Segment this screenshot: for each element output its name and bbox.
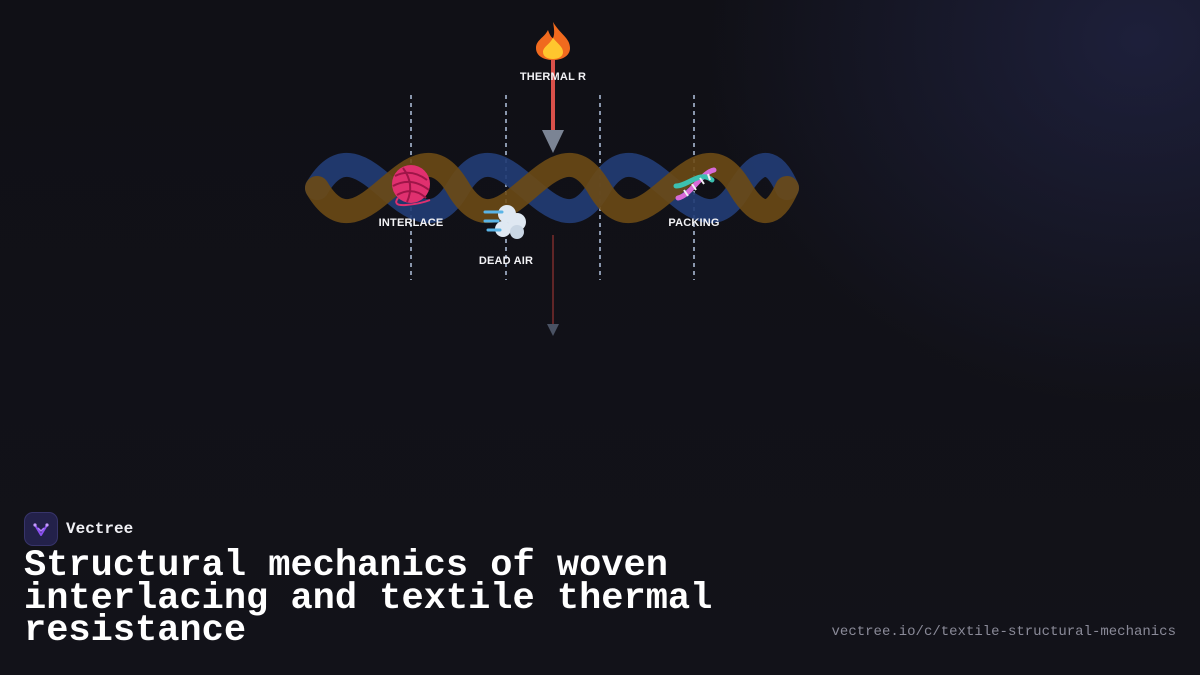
page-title: Structural mechanics of woven interlacin… bbox=[24, 545, 713, 652]
heat-flow-arrow-head bbox=[542, 130, 564, 153]
brand-name: Vectree bbox=[66, 520, 134, 538]
interlace-label: INTERLACE bbox=[379, 217, 444, 229]
transmitted-heat-arrow-head bbox=[547, 324, 559, 336]
thermal-r-label: THERMAL R bbox=[520, 71, 586, 83]
dead-air-label: DEAD AIR bbox=[479, 255, 533, 267]
source-url[interactable]: vectree.io/c/textile-structural-mechanic… bbox=[831, 624, 1176, 640]
dna-icon bbox=[673, 167, 717, 201]
yarn-icon bbox=[392, 165, 431, 207]
packing-label: PACKING bbox=[668, 217, 719, 229]
brand: Vectree bbox=[24, 512, 133, 546]
dashing-air-icon bbox=[483, 205, 526, 239]
fire-icon bbox=[536, 22, 570, 60]
yarn-guide-lines bbox=[410, 95, 695, 280]
vectree-logo-icon bbox=[24, 512, 58, 546]
